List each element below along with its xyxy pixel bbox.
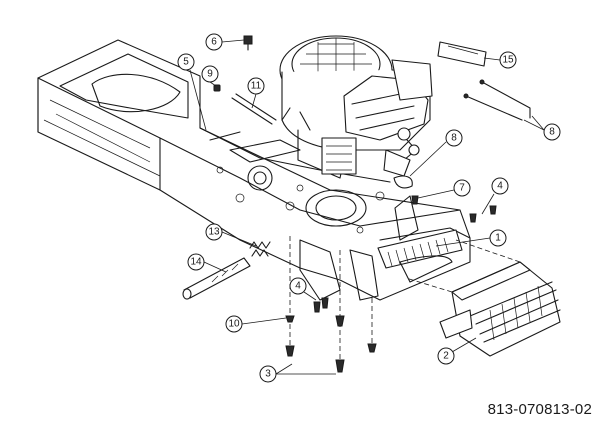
svg-text:4: 4: [295, 281, 301, 292]
svg-text:3: 3: [265, 369, 271, 380]
svg-text:2: 2: [443, 351, 449, 362]
callout-8: 8: [409, 129, 463, 177]
part-14-spring: [249, 241, 271, 257]
part-10-bolt: [213, 84, 221, 92]
svg-text:4: 4: [497, 181, 503, 192]
callout-9: 8: [523, 115, 561, 141]
svg-text:6: 6: [211, 37, 217, 48]
callout-1: 1: [435, 229, 507, 247]
svg-text:9: 9: [207, 69, 213, 80]
chassis-frame: [37, 39, 471, 301]
svg-text:8: 8: [451, 133, 457, 144]
document-number: 813-070813-02: [487, 401, 592, 418]
svg-text:14: 14: [190, 257, 202, 268]
callout-6: 6: [205, 33, 245, 51]
svg-text:8: 8: [549, 127, 555, 138]
part-2-front-grille: [405, 239, 561, 357]
part-13-rod: [231, 93, 277, 125]
svg-text:7: 7: [459, 183, 465, 194]
callout-4-lower: 4: [289, 277, 317, 301]
callout-3: 3: [259, 363, 336, 383]
svg-text:1: 1: [495, 233, 501, 244]
callout-5: 5: [177, 53, 207, 131]
callout-18: 15: [483, 51, 517, 69]
callout-10: 9: [201, 65, 219, 87]
callout-4-upper: 4: [481, 177, 509, 215]
svg-text:15: 15: [502, 55, 514, 66]
svg-text:10: 10: [228, 319, 240, 330]
callout-13: 11: [247, 77, 265, 109]
callout-7: 7: [417, 179, 471, 199]
callout-14: 13: [205, 223, 257, 247]
callout-15: 14: [187, 253, 227, 273]
part-15-rod: [182, 257, 251, 300]
svg-text:11: 11: [251, 81, 262, 92]
part-18-bracket: [437, 41, 487, 67]
part-9-cables: [463, 79, 531, 121]
fasteners: [285, 175, 497, 373]
callout-11: 10: [225, 315, 287, 333]
callout-2: 2: [437, 337, 477, 365]
part-6-bolt: [243, 35, 253, 51]
svg-text:5: 5: [183, 57, 189, 68]
svg-text:13: 13: [208, 227, 220, 238]
engine: [279, 35, 433, 179]
